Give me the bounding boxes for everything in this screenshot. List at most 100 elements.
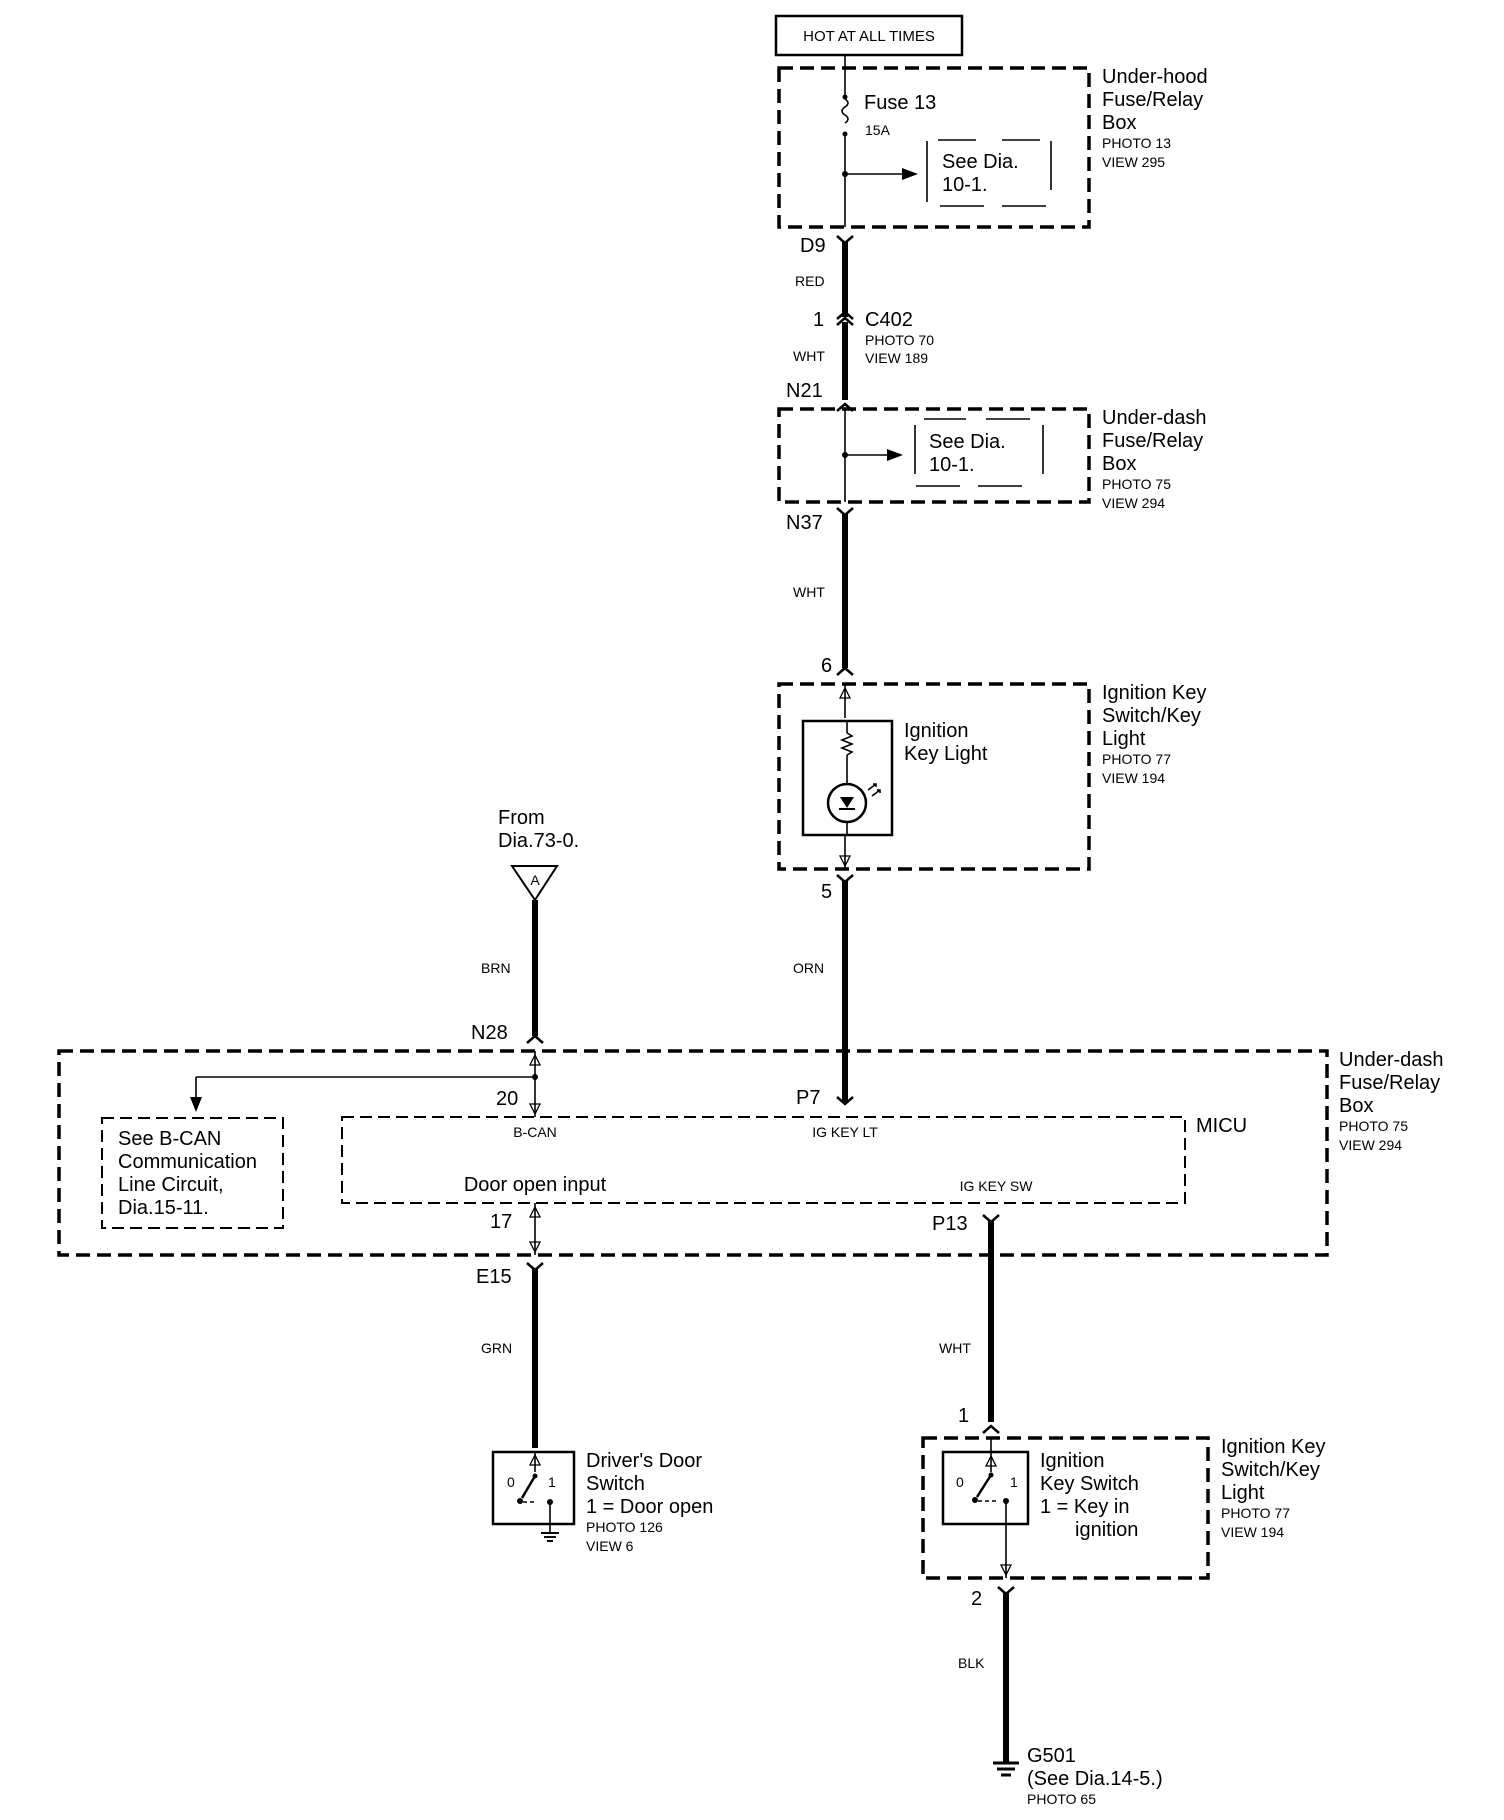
photo-ref: PHOTO 77 [1102,751,1171,767]
power-source-text: HOT AT ALL TIMES [803,28,935,45]
see-dia-reference-middle: See Dia. 10-1. [914,418,1044,487]
connector-pin: 6 [821,655,832,677]
title-line: Fuse/Relay [1102,430,1203,452]
connector-pin-6: 6 [821,655,854,677]
connector-pin-1: 1 [958,1405,1000,1434]
title-line: Under-dash [1339,1049,1444,1071]
title-line: Switch/Key [1102,705,1201,727]
from-reference: From Dia.73-0. A [498,807,579,902]
component-name: Ignition [904,720,969,742]
connector-pin: 20 [496,1088,518,1110]
see-dia-line-1: See Dia. [942,151,1019,173]
title-line: Fuse/Relay [1102,89,1203,111]
connector-label: N28 [471,1022,508,1044]
fuse-rating: 15A [865,122,891,138]
key-light-box-title: Ignition Key Switch/Key Light PHOTO 77 V… [1102,682,1207,786]
switch-icon [972,1452,1009,1578]
micu-box: B-CAN IG KEY LT Door open input IG KEY S… [341,1115,1247,1204]
see-dia-line-1: See Dia. [929,431,1006,453]
connector-label: E15 [476,1266,512,1288]
arrow-right-icon [887,449,903,461]
title-line: Fuse/Relay [1339,1072,1440,1094]
micu-pin-ig-key-lt: IG KEY LT [812,1124,878,1140]
view-ref: VIEW 194 [1221,1524,1284,1540]
title-line: Switch [586,1473,645,1495]
connector-label: N21 [786,380,823,402]
connector-label: D9 [800,235,826,257]
ground-g501-label: G501 (See Dia.14-5.) PHOTO 65 [1027,1745,1163,1807]
wire-color-label: WHT [793,348,825,364]
micu-name: MICU [1196,1115,1247,1137]
see-dia-line-2: 10-1. [929,454,975,476]
photo-ref: PHOTO 77 [1221,1505,1290,1521]
title-line: Ignition Key [1221,1436,1326,1458]
power-source-label: HOT AT ALL TIMES [774,14,964,57]
connector-pin: 1 [813,309,824,331]
title-line: Box [1102,453,1136,475]
view-ref: VIEW 295 [1102,154,1165,170]
underhood-fuse-relay-box: Fuse 13 15A See Dia. 10-1. [777,66,1091,229]
underdash-box-main-title: Under-dash Fuse/Relay Box PHOTO 75 VIEW … [1339,1049,1444,1153]
connector-pin-5: 5 [821,874,854,903]
switch-icon [517,1473,553,1530]
view-ref: VIEW 6 [586,1538,634,1554]
connector-label: N37 [786,512,823,534]
view-ref: VIEW 189 [865,350,928,366]
bcan-ref-line: Dia.15-11. [118,1197,209,1219]
underdash-box-top-title: Under-dash Fuse/Relay Box PHOTO 75 VIEW … [1102,407,1207,511]
switch-pos-0: 0 [956,1474,964,1490]
wire-color-label: BLK [958,1655,985,1671]
component-name: Key Light [904,743,988,765]
component-name: Key Switch [1040,1473,1139,1495]
wire-color-label: WHT [939,1340,971,1356]
door-switch-title: Driver's Door Switch 1 = Door open PHOTO… [586,1450,713,1554]
photo-ref: PHOTO 70 [865,332,934,348]
micu-pin-bcan: B-CAN [513,1124,557,1140]
view-ref: VIEW 294 [1339,1137,1402,1153]
from-line: From [498,807,545,829]
micu-pin-ig-key-sw: IG KEY SW [960,1178,1034,1194]
bcan-reference-box: See B-CAN Communication Line Circuit, Di… [101,1117,284,1229]
ground-line: G501 [1027,1745,1076,1767]
view-ref: VIEW 194 [1102,770,1165,786]
title-line: Driver's Door [586,1450,702,1472]
arrow-right-icon [902,168,918,180]
photo-ref: PHOTO 75 [1102,476,1171,492]
switch-pos-0: 0 [507,1474,515,1490]
led-icon [826,782,881,835]
title-line: 1 = Door open [586,1496,713,1518]
bcan-ref-line: Communication [118,1151,257,1173]
component-name: ignition [1075,1519,1138,1541]
connector-pin: 5 [821,881,832,903]
photo-ref: PHOTO 126 [586,1519,663,1535]
underhood-box-title: Under-hood Fuse/Relay Box PHOTO 13 VIEW … [1102,66,1208,170]
component-name: 1 = Key in [1040,1496,1130,1518]
title-line: Box [1339,1095,1373,1117]
arrow-down-icon [190,1097,202,1112]
underdash-fuse-relay-box-main: 20 See B-CAN Communication Line Circuit,… [57,1049,1329,1257]
title-line: Under-dash [1102,407,1207,429]
connector-pin: 17 [490,1211,512,1233]
offpage-marker-icon [510,865,559,902]
offpage-marker-letter: A [530,872,540,888]
micu-pin-door-open: Door open input [464,1174,607,1196]
key-switch-box-title: Ignition Key Switch/Key Light PHOTO 77 V… [1221,1436,1326,1540]
switch-pos-1: 1 [1010,1474,1018,1490]
fuse-name: Fuse 13 [864,92,936,114]
ignition-key-light-box: Ignition Key Light [777,682,1091,871]
wire-color-label: BRN [481,960,511,976]
connector-p7: P7 [796,1087,854,1109]
bcan-ref-line: Line Circuit, [118,1174,224,1196]
wire-color-label: RED [795,273,825,289]
connector-c402: 1 C402 PHOTO 70 VIEW 189 [813,309,934,366]
view-ref: VIEW 294 [1102,495,1165,511]
wire-color-label: ORN [793,960,824,976]
ground-line: (See Dia.14-5.) [1027,1768,1163,1790]
title-line: Switch/Key [1221,1459,1320,1481]
ground-icon [993,1761,1019,1777]
see-dia-reference-top: See Dia. 10-1. [926,139,1052,207]
resistor-icon [839,721,855,785]
connector-label: P7 [796,1087,820,1109]
photo-ref: PHOTO 13 [1102,135,1171,151]
